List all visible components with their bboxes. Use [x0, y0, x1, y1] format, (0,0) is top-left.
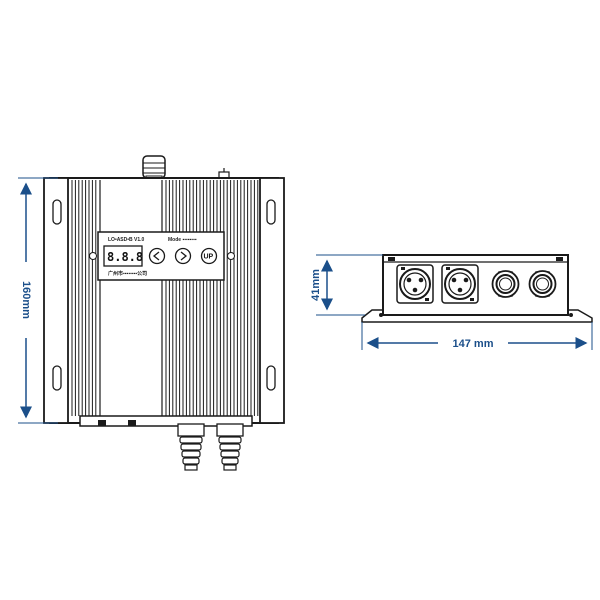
up-button[interactable]: UP — [200, 247, 218, 265]
depth-label: 41mm — [310, 269, 322, 301]
bottom-plate — [79, 415, 253, 427]
depth-dimension: 41mm — [310, 254, 383, 316]
bottom-tab-left — [98, 420, 106, 426]
left-button[interactable] — [148, 247, 166, 265]
maker-label: 广州市▪▪▪▪▪▪▪▪公司 — [108, 270, 147, 277]
model-label: LO•ASD•B V1.0 — [108, 237, 145, 243]
side-view: 41mm 147 mm — [310, 254, 593, 350]
front-view: LO•ASD•B V1.0 Mode ▪▪▪▪▪▪▪▪ 8.8.8 UP 广州市… — [18, 155, 285, 471]
hex-gland-2[interactable] — [528, 270, 557, 298]
housing-screw-right — [556, 257, 563, 261]
right-arrow-icon — [180, 251, 188, 261]
up-button-label: UP — [204, 254, 214, 261]
flange-screw-right — [569, 313, 573, 317]
control-panel: LO•ASD•B V1.0 Mode ▪▪▪▪▪▪▪▪ 8.8.8 UP 广州市… — [89, 231, 235, 281]
seven-segment-display — [103, 245, 143, 267]
display-value: 8.8.8 — [107, 250, 143, 264]
mounting-slots — [52, 199, 276, 391]
heatsink-fins — [71, 180, 259, 416]
right-button[interactable] — [174, 247, 192, 265]
cable-gland-1 — [177, 423, 205, 471]
xlr-connector-1[interactable] — [396, 264, 434, 304]
hex-gland-1[interactable] — [491, 270, 520, 298]
width-label: 147 mm — [453, 338, 494, 350]
housing-screw-left — [388, 257, 395, 261]
cable-gland-2 — [216, 423, 244, 471]
height-dimension: 160mm — [18, 177, 58, 424]
height-label: 160mm — [20, 281, 32, 319]
xlr-connector-2[interactable] — [441, 264, 479, 304]
bottom-tab-right — [128, 420, 136, 426]
width-dimension: 147 mm — [361, 322, 593, 350]
cable-glands — [177, 423, 244, 471]
mode-label: Mode ▪▪▪▪▪▪▪▪ — [168, 237, 197, 243]
left-arrow-icon — [152, 251, 160, 261]
